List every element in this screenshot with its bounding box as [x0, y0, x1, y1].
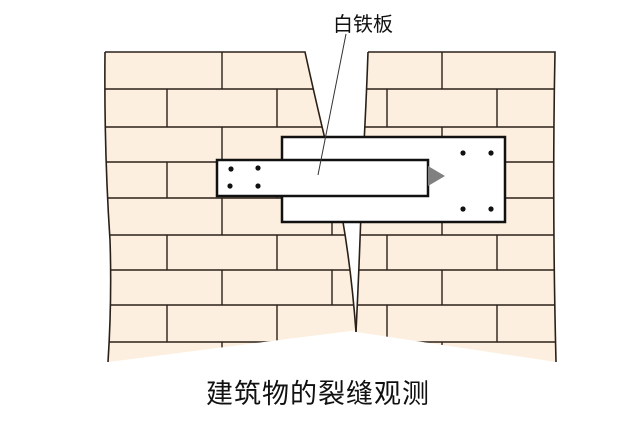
plate-label: 白铁板: [333, 12, 393, 36]
sliding-strip: [215, 158, 430, 198]
leader-line: [317, 33, 347, 176]
diagram-caption: 建筑物的裂缝观测: [206, 379, 430, 410]
right-pointer-icon: [428, 166, 445, 186]
rivet-dots: [227, 150, 494, 212]
